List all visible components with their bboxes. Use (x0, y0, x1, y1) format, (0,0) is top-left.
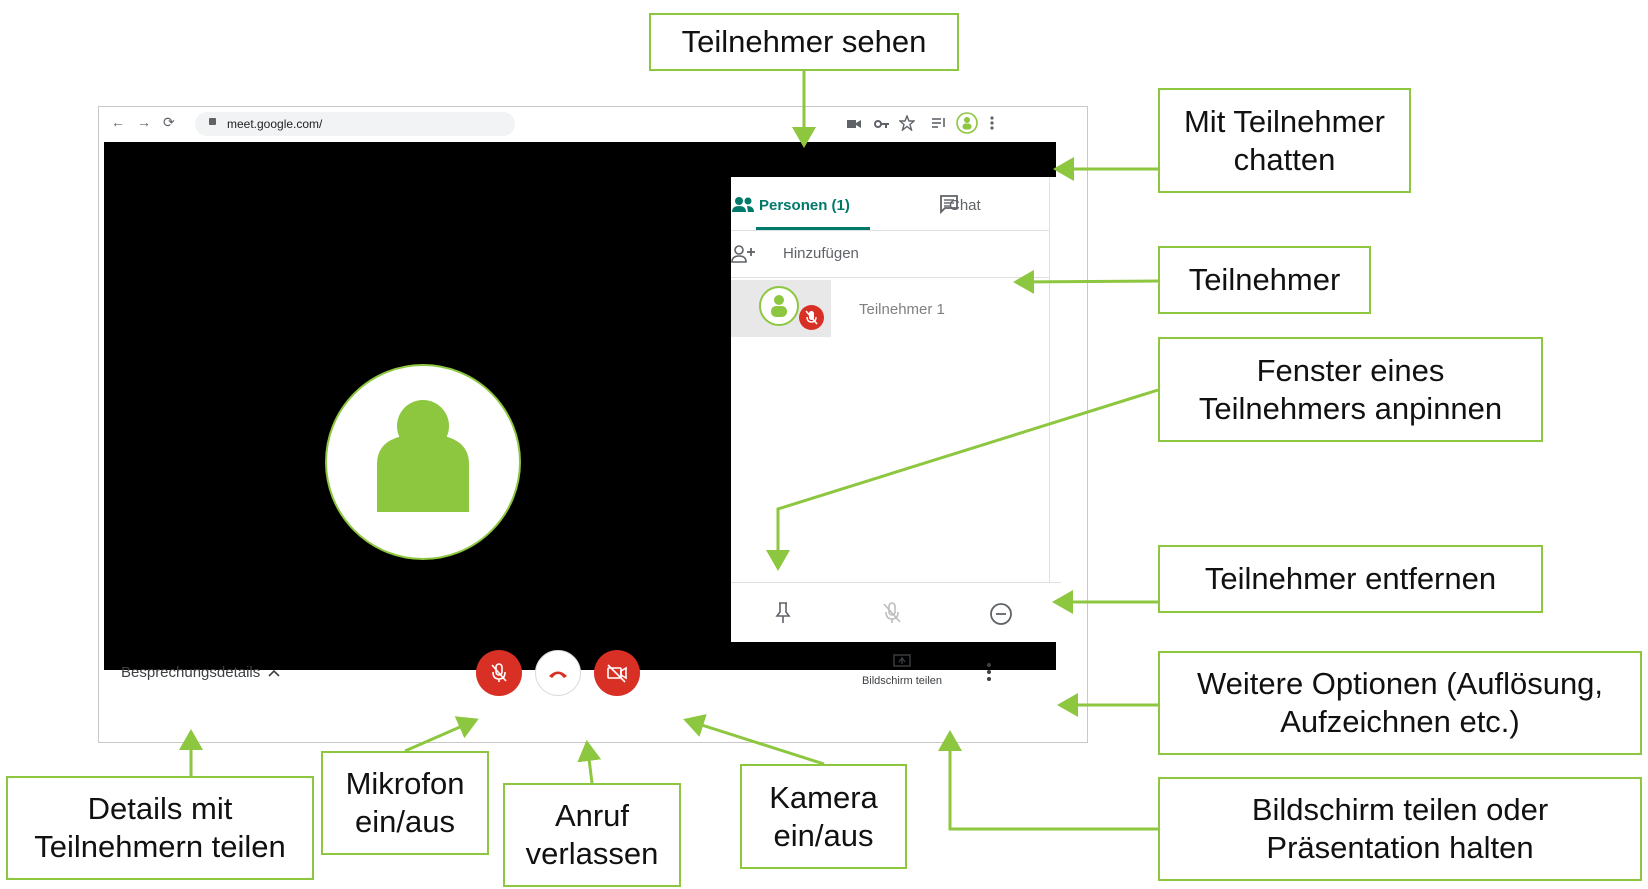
browser-window: ← → ⟳ meet.google.com/ Personen (1) (98, 106, 1088, 743)
divider (731, 230, 1049, 231)
present-icon (893, 654, 911, 667)
browser-toolbar: ← → ⟳ meet.google.com/ (99, 107, 1087, 141)
callout-pin: Fenster eines Teilnehmers anpinnen (1158, 337, 1543, 442)
mic-off-icon (491, 663, 507, 682)
mic-toggle-button[interactable] (476, 650, 522, 696)
camera-off-icon (607, 664, 627, 683)
arrow-participant (1013, 269, 1159, 294)
leave-call-button[interactable] (535, 650, 581, 696)
participant-actions (731, 582, 1061, 643)
callout-mic: Mikrofon ein/aus (321, 751, 489, 855)
person-icon (771, 295, 787, 317)
callout-chat: Mit Teilnehmer chatten (1158, 88, 1411, 193)
remove-icon[interactable] (989, 602, 1013, 626)
meeting-details-button[interactable]: Besprechungsdetails (121, 664, 261, 681)
add-participant-button[interactable]: Hinzufügen (783, 245, 859, 262)
more-options-icon[interactable] (979, 660, 999, 686)
callout-more-options: Weitere Optionen (Auflösung, Aufzeichnen… (1158, 651, 1642, 755)
chevron-up-icon[interactable] (267, 668, 281, 678)
playlist-icon[interactable] (931, 116, 947, 130)
share-screen-button[interactable]: Bildschirm teilen (847, 650, 957, 694)
chat-icon (940, 195, 958, 214)
mic-off-icon (805, 310, 818, 325)
profile-icon[interactable] (956, 112, 978, 134)
divider (731, 277, 1049, 278)
people-icon (732, 197, 754, 212)
avatar (759, 286, 799, 326)
arrow-share-screen (938, 730, 1158, 831)
back-icon[interactable]: ← (111, 114, 125, 130)
arrow-mic (404, 716, 479, 753)
camera-toggle-button[interactable] (594, 650, 640, 696)
tab-people[interactable]: Personen (1) (759, 197, 850, 214)
reload-icon[interactable]: ⟳ (163, 114, 175, 130)
arrow-pin (766, 388, 1159, 571)
callout-details: Details mit Teilnehmern teilen (6, 776, 314, 880)
participant-name: Teilnehmer 1 (859, 301, 945, 318)
muted-badge (799, 305, 824, 330)
participant-avatar-large (325, 364, 521, 560)
star-icon[interactable] (899, 115, 915, 131)
callout-remove: Teilnehmer entfernen (1158, 545, 1543, 613)
person-icon (377, 400, 469, 512)
arrow-camera (683, 714, 825, 766)
video-area: Personen (1) Chat Hinzufügen (104, 142, 1061, 670)
callout-see-participants: Teilnehmer sehen (649, 13, 959, 71)
share-screen-label: Bildschirm teilen (861, 675, 943, 687)
callout-participant: Teilnehmer (1158, 246, 1371, 314)
tab-chat[interactable]: Chat (949, 197, 981, 214)
lock-icon (209, 118, 216, 125)
address-bar[interactable] (195, 112, 515, 136)
callout-camera: Kamera ein/aus (740, 764, 907, 869)
mic-off-icon[interactable] (881, 601, 903, 625)
active-tab-indicator (756, 227, 870, 230)
menu-icon[interactable] (989, 116, 995, 132)
pin-icon[interactable] (775, 601, 791, 625)
forward-icon[interactable]: → (137, 114, 151, 130)
url-text[interactable]: meet.google.com/ (227, 117, 323, 131)
divider (1049, 177, 1050, 582)
callout-leave: Anruf verlassen (503, 783, 681, 887)
camera-icon[interactable] (847, 118, 861, 130)
add-person-icon (731, 245, 755, 263)
hang-up-icon (549, 671, 567, 678)
key-icon[interactable] (874, 118, 890, 130)
arrow-leave (577, 740, 602, 784)
callout-share-screen: Bildschirm teilen oder Präsentation halt… (1158, 777, 1642, 881)
